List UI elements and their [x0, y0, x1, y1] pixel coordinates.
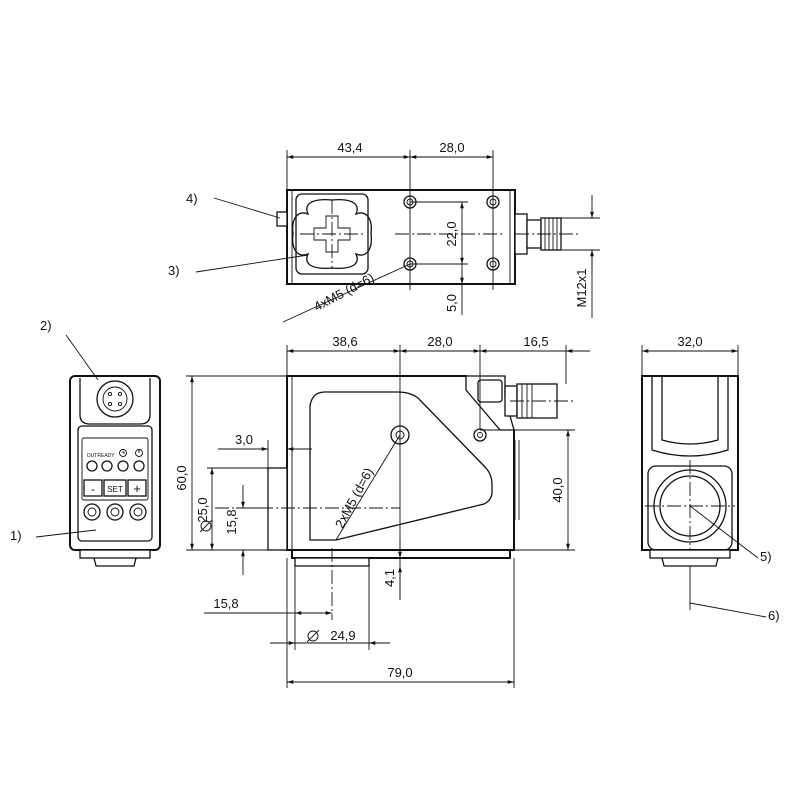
dim-28-0-front: 28,0 — [427, 334, 452, 349]
dim-32-0: 32,0 — [677, 334, 702, 349]
dim-d25-0: 25,0 — [195, 497, 210, 522]
clock-icon — [119, 449, 127, 457]
callout-1: 1) — [10, 528, 22, 543]
power-icon — [135, 449, 143, 457]
dim-16-5: 16,5 — [523, 334, 548, 349]
minus-button-label: - — [91, 482, 95, 496]
callout-4: 4) — [186, 191, 198, 206]
top-tab — [276, 211, 288, 227]
panel-base — [79, 549, 151, 559]
led-label-out: OUT — [87, 453, 98, 459]
panel-connector — [96, 380, 134, 418]
callout-6: 6) — [768, 608, 780, 623]
dim-60-0: 60,0 — [174, 465, 189, 490]
dim-38-6: 38,6 — [332, 334, 357, 349]
top-view: 43,4 28,0 22,0 5,0 M12x1 4xM5 (d=6) — [276, 140, 600, 323]
led-label-ready: READY — [97, 453, 115, 459]
dim-15-8-vert: 15,8 — [224, 509, 239, 534]
front-lens-flange — [267, 467, 288, 551]
front-view: 38,6 28,0 16,5 60,0 25,0 15,8 3,0 2xM5 (… — [174, 334, 590, 688]
plus-button[interactable] — [127, 479, 147, 497]
dim-40-0: 40,0 — [550, 477, 565, 502]
set-button[interactable] — [103, 479, 127, 497]
led-power — [133, 460, 145, 472]
minus-button[interactable] — [83, 479, 103, 497]
dim-m12x1: M12x1 — [574, 268, 589, 307]
dim-22-0: 22,0 — [444, 221, 459, 246]
top-connector — [514, 213, 580, 255]
led-ready — [101, 460, 113, 472]
front-face-contour — [309, 391, 493, 541]
led-timer — [117, 460, 129, 472]
dim-15-8-horz: 15,8 — [213, 596, 238, 611]
plus-button-label: + — [133, 481, 141, 496]
set-button-label: SET — [107, 485, 123, 494]
top-mounting-holes — [395, 186, 505, 290]
panel-body-outline — [69, 375, 161, 551]
dim-5-0: 5,0 — [444, 294, 459, 312]
dim-4-1: 4,1 — [382, 569, 397, 587]
dim-43-4: 43,4 — [337, 140, 362, 155]
front-base — [291, 549, 511, 559]
dim-3-0: 3,0 — [235, 432, 253, 447]
panel-face — [77, 425, 153, 542]
dim-79-0: 79,0 — [387, 665, 412, 680]
led-out — [86, 460, 98, 472]
side-base — [649, 549, 731, 559]
callout-2: 2) — [40, 318, 52, 333]
side-view: 32,0 — [641, 334, 739, 610]
callout-5: 5) — [760, 549, 772, 564]
dim-d24-9: 24,9 — [330, 628, 355, 643]
callouts: 1) 2) 3) 4) 5) 6) — [10, 191, 780, 623]
dim-28-0-top: 28,0 — [439, 140, 464, 155]
left-panel-view: OUT READY - SET + — [69, 375, 161, 567]
callout-3: 3) — [168, 263, 180, 278]
top-lens-window — [292, 193, 372, 275]
